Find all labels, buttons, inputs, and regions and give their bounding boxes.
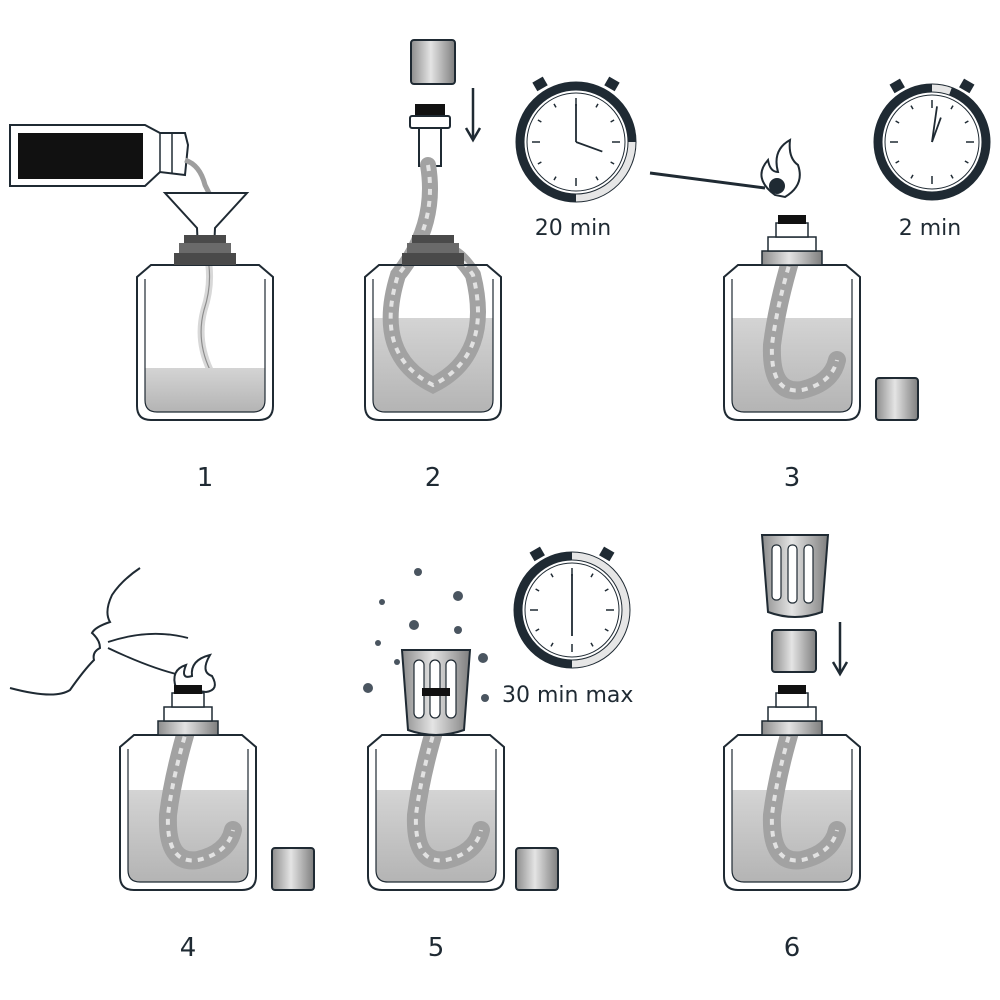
pour-stream bbox=[184, 157, 213, 197]
step-number-3: 3 bbox=[784, 463, 801, 493]
cap-icon bbox=[410, 39, 456, 85]
burner-stone bbox=[778, 685, 806, 694]
timer-label-wait: 20 min bbox=[535, 216, 611, 241]
step-2 bbox=[409, 39, 482, 167]
lamp-liquid bbox=[373, 318, 493, 412]
cap-icon bbox=[771, 629, 817, 673]
burner-stone bbox=[174, 685, 202, 694]
timer-label-burn: 30 min max bbox=[502, 683, 633, 708]
match-stick bbox=[649, 171, 766, 190]
lamp-glass bbox=[119, 734, 257, 891]
lamp-collar bbox=[402, 253, 464, 265]
step-5 bbox=[363, 568, 489, 702]
burner bbox=[409, 104, 451, 167]
lamp-glass bbox=[723, 264, 861, 421]
lamp-step-4 bbox=[119, 685, 257, 891]
timer-clock-wait bbox=[515, 76, 637, 203]
lamp-glass bbox=[723, 734, 861, 891]
step-4 bbox=[9, 567, 216, 696]
lamp-step-3 bbox=[723, 215, 861, 421]
burner-stone bbox=[778, 215, 806, 224]
flame-icon bbox=[760, 138, 801, 199]
step-number-2: 2 bbox=[425, 463, 442, 493]
scent-particles bbox=[363, 568, 489, 702]
lamp-step-1 bbox=[136, 235, 274, 421]
timer-clock-light bbox=[873, 78, 991, 201]
lamp-collar bbox=[174, 253, 236, 265]
lamp-glass bbox=[367, 734, 505, 891]
step-3 bbox=[649, 138, 801, 199]
lamp-glass bbox=[136, 264, 274, 421]
timer-label-light: 2 min bbox=[899, 216, 961, 241]
fragrance-bottle bbox=[9, 124, 190, 187]
smoke-icon bbox=[173, 653, 216, 694]
step-number-5: 5 bbox=[428, 933, 445, 963]
diffuser-crown bbox=[400, 649, 472, 736]
step-number-1: 1 bbox=[197, 463, 214, 493]
diffuser-crown-lifted bbox=[760, 534, 830, 618]
lamp-liquid bbox=[145, 368, 265, 412]
lamp-glass bbox=[364, 264, 502, 421]
step-1 bbox=[9, 124, 250, 386]
blow-lines bbox=[107, 632, 189, 676]
lamp-collar bbox=[761, 720, 823, 736]
face-profile bbox=[9, 567, 141, 696]
cap-icon bbox=[515, 847, 559, 891]
lamp-collar bbox=[157, 720, 219, 736]
lamp-step-6 bbox=[723, 685, 861, 891]
cap-icon bbox=[875, 377, 919, 421]
lamp-step-5 bbox=[367, 716, 505, 891]
step-6 bbox=[760, 534, 849, 677]
cap-icon bbox=[271, 847, 315, 891]
step-number-4: 4 bbox=[180, 933, 197, 963]
lamp-collar bbox=[761, 250, 823, 266]
step-number-6: 6 bbox=[784, 933, 801, 963]
timer-clock-burn bbox=[513, 546, 631, 669]
lamp-step-2 bbox=[364, 157, 502, 421]
